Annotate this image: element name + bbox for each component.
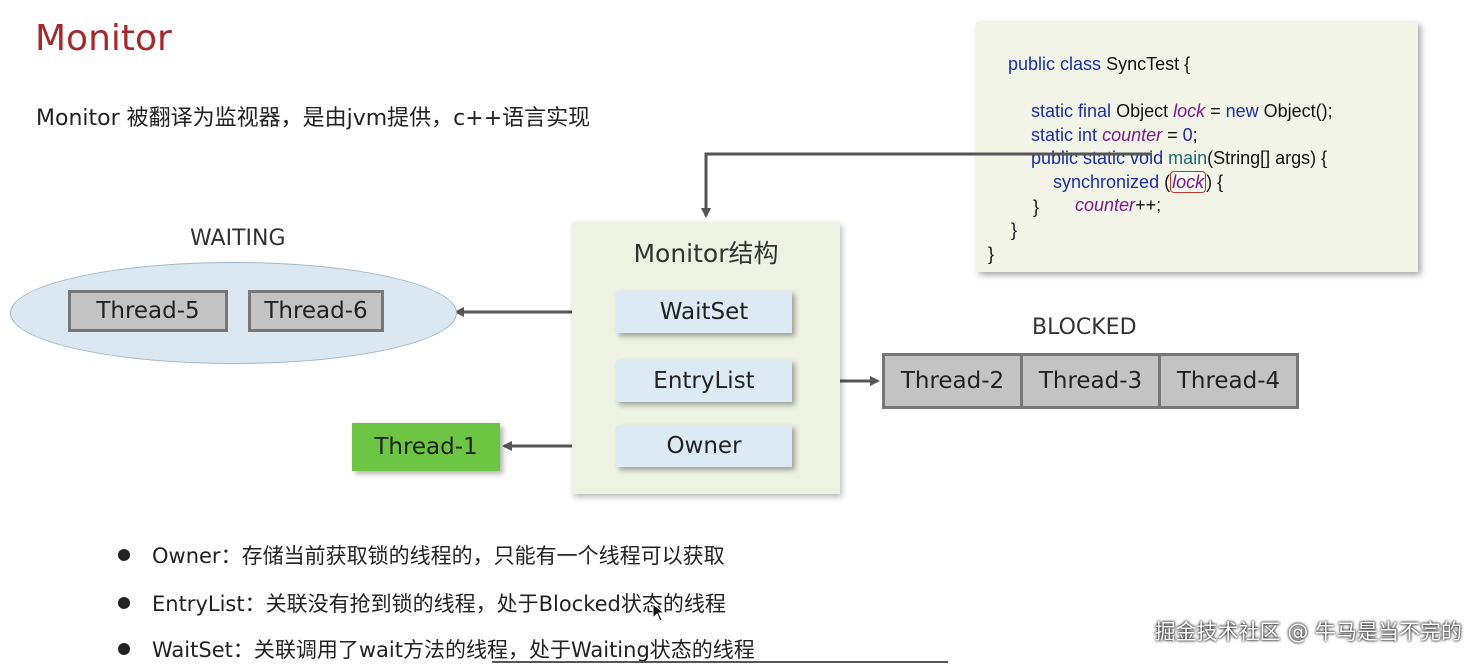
code-token: counter (1102, 125, 1163, 145)
code-line-class: public class SyncTest { (988, 31, 1190, 97)
code-line-synchronized: synchronized (lock) { (1033, 149, 1223, 215)
code-token: lock (1173, 101, 1206, 121)
code-token: static int (1031, 125, 1098, 145)
owner-thread: Thread-1 (352, 423, 500, 471)
code-token: synchronized (1053, 172, 1160, 192)
waiting-thread: Thread-6 (248, 290, 384, 332)
blocked-label: BLOCKED (1032, 315, 1137, 340)
progress-line (492, 661, 948, 663)
bullet-dot-icon (118, 597, 130, 609)
watermark: 掘金技术社区 @ 牛马是当不完的 (1154, 620, 1462, 644)
bullet-waitset: WaitSet：关联调用了wait方法的线程，处于Waiting状态的线程 (118, 634, 755, 664)
code-token: ( (1159, 172, 1171, 192)
code-token: = (1205, 101, 1226, 121)
waitset-slot: WaitSet (616, 291, 792, 333)
code-token: 0 (1182, 125, 1193, 145)
bullet-owner: Owner：存储当前获取锁的线程的，只能有一个线程可以获取 (118, 540, 725, 570)
blocked-thread: Thread-2 (885, 356, 1023, 406)
bullet-entrylist: EntryList：关联没有抢到锁的线程，处于Blocked状态的线程 (118, 588, 726, 618)
bullet-dot-icon (118, 643, 130, 655)
code-token: SyncTest { (1101, 54, 1191, 74)
page-subtitle: Monitor 被翻译为监视器，是由jvm提供，c++语言实现 (36, 106, 591, 131)
code-line-brace: } (988, 244, 995, 264)
lock-highlight: lock (1170, 171, 1207, 193)
bullet-dot-icon (118, 549, 130, 561)
code-line-increment: counter++; (1055, 172, 1161, 238)
waiting-thread: Thread-5 (68, 290, 228, 332)
code-token: counter (1075, 195, 1136, 215)
blocked-threads: Thread-2 Thread-3 Thread-4 (882, 353, 1299, 409)
entrylist-slot: EntryList (616, 360, 792, 402)
code-token: ) { (1206, 172, 1224, 192)
code-line-brace: } (1011, 220, 1018, 240)
owner-slot: Owner (616, 425, 792, 467)
lock-to-monitor-arrow (701, 152, 1152, 218)
blocked-thread: Thread-3 (1023, 356, 1161, 406)
mouse-cursor-icon (652, 603, 666, 622)
code-panel: public class SyncTest { static final Obj… (976, 22, 1418, 272)
code-line-counter: static int counter = 0; (1011, 102, 1198, 168)
code-token: new (1225, 101, 1259, 121)
bullet-text: Owner：存储当前获取锁的线程的，只能有一个线程可以获取 (152, 544, 725, 568)
monitor-title: Monitor结构 (633, 239, 779, 268)
bullet-text: WaitSet：关联调用了wait方法的线程，处于Waiting状态的线程 (152, 638, 755, 662)
code-token: Object(); (1258, 101, 1333, 121)
code-token: ; (1192, 125, 1198, 145)
code-token: ++; (1135, 195, 1162, 215)
code-token: (String[] args) { (1207, 148, 1328, 168)
code-token: public class (1008, 54, 1102, 74)
page-title: Monitor (35, 18, 172, 59)
code-token: main (1168, 148, 1208, 168)
code-line-brace: } (1033, 197, 1040, 217)
code-line-lock: static final Object lock = new Object(); (1011, 78, 1333, 144)
waiting-label: WAITING (190, 226, 286, 251)
code-token: Object (1111, 101, 1174, 121)
code-token: = (1162, 125, 1183, 145)
bullet-text: EntryList：关联没有抢到锁的线程，处于Blocked状态的线程 (152, 592, 726, 616)
code-token: static final (1031, 101, 1112, 121)
blocked-thread: Thread-4 (1176, 368, 1281, 394)
monitor-structure: Monitor结构 WaitSet EntryList Owner (572, 222, 840, 494)
code-line-main: public static void main(String[] args) { (1011, 125, 1327, 191)
